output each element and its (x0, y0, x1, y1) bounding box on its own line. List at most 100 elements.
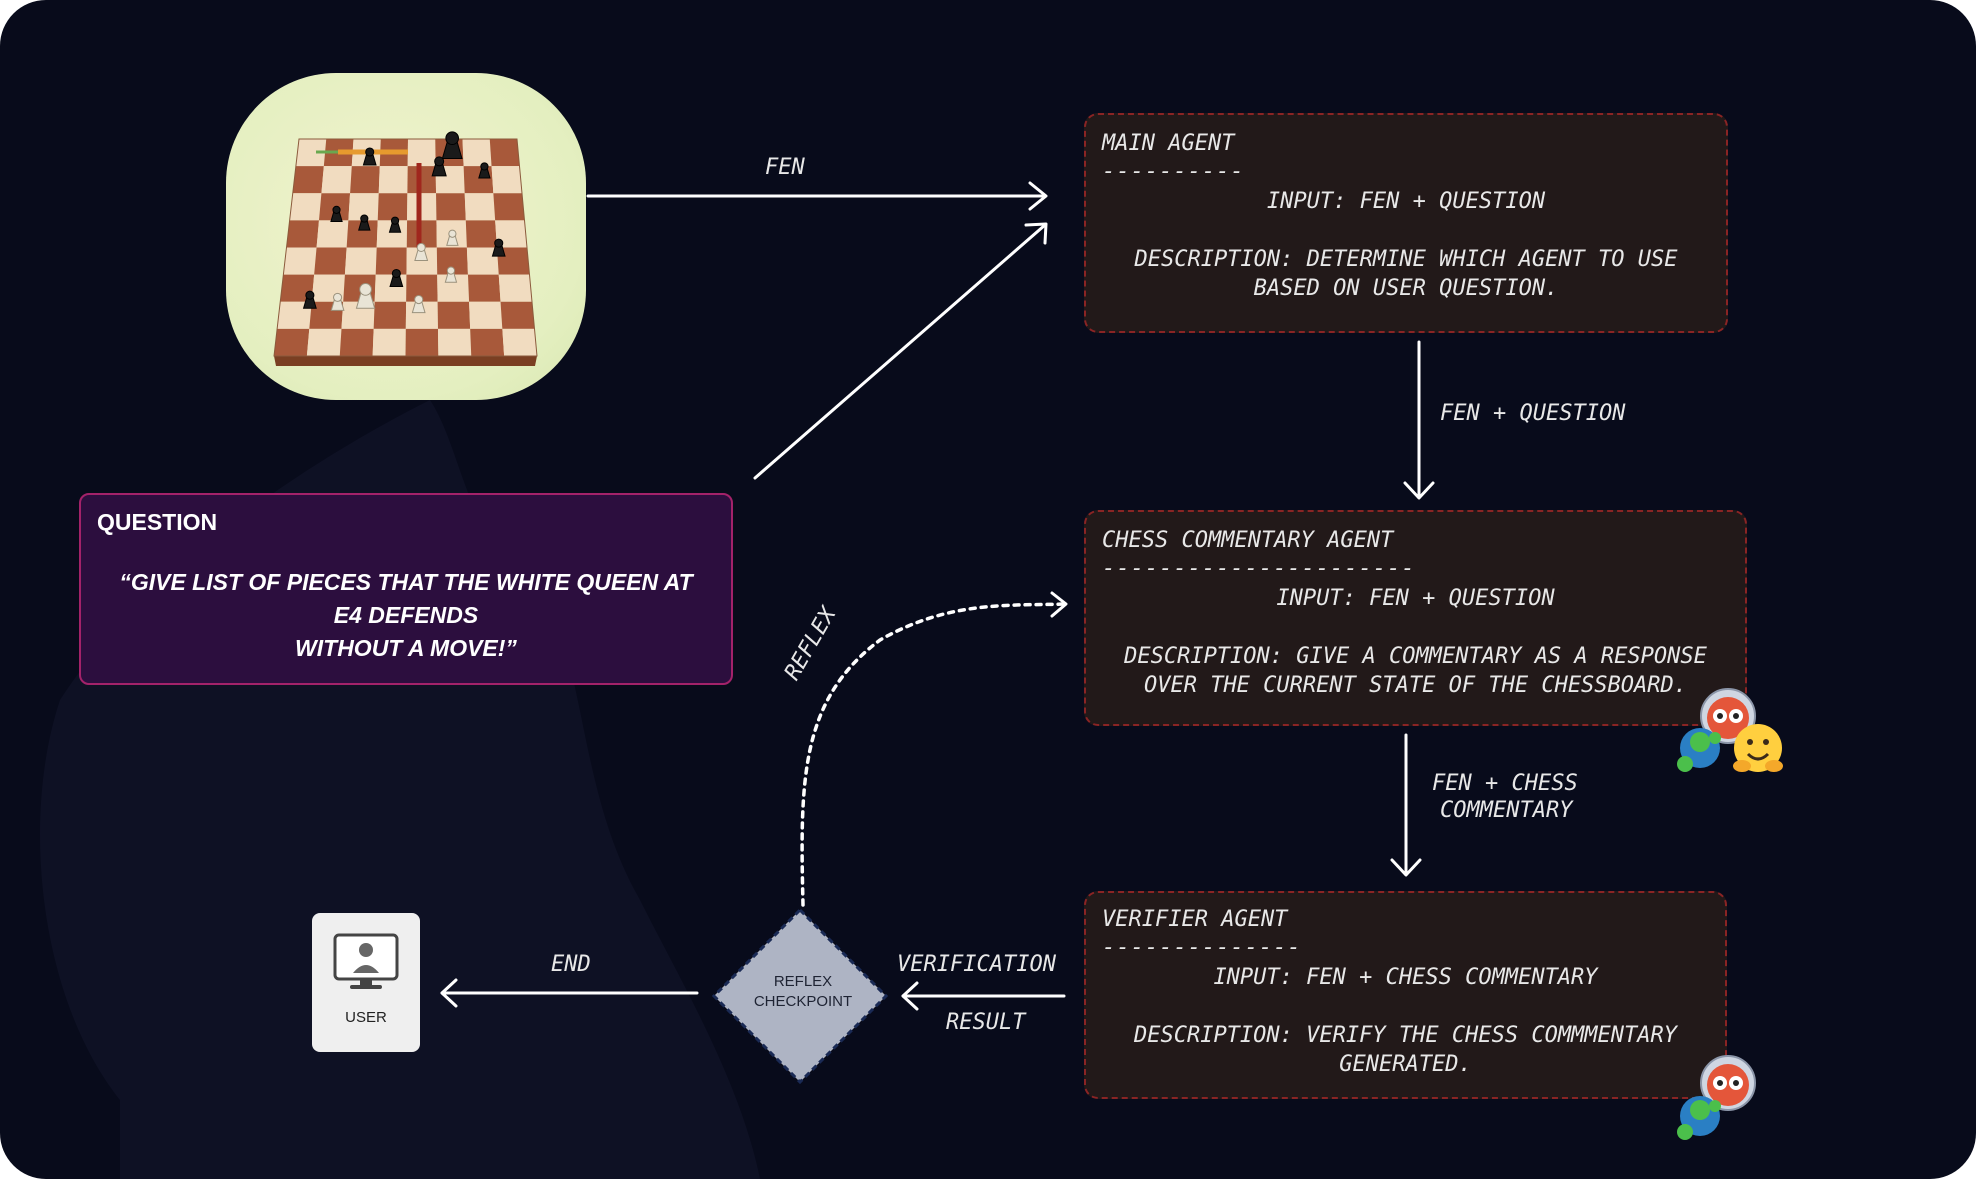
chess-piece-icon (302, 290, 317, 309)
arrowhead-verifier (1390, 858, 1422, 877)
board-square (378, 166, 408, 194)
board-square (466, 247, 499, 275)
chess-piece-icon (444, 266, 458, 283)
commentary-agent-input: INPUT: FEN + QUESTION (1276, 586, 1555, 611)
board-square (407, 193, 437, 221)
board-square (350, 166, 380, 194)
chess-piece-icon (355, 283, 376, 309)
checkpoint-label: REFLEX CHECKPOINT (730, 972, 876, 1012)
chess-piece-icon (389, 268, 404, 288)
framework-logos-verifier (1677, 1055, 1756, 1140)
edge-label-fen-question: FEN + QUESTION (1440, 401, 1626, 426)
board-square (437, 328, 472, 356)
chess-piece-icon (478, 162, 491, 179)
board-square (462, 139, 492, 167)
arrowhead-main-1 (1028, 181, 1048, 211)
board-square (295, 139, 327, 167)
board-square (406, 220, 437, 248)
board-square (339, 328, 374, 356)
owl-logo-icon (1700, 1055, 1756, 1111)
edge-label-end: END (551, 952, 591, 977)
edge-label-line: FEN + CHESS (1432, 771, 1578, 796)
commentary-agent-description: DESCRIPTION: GIVE A COMMENTARY AS A RESP… (1124, 644, 1707, 669)
hugging-face-icon (1733, 724, 1783, 772)
board-square (346, 220, 378, 248)
board-square (314, 247, 347, 275)
commentary-agent-divider: ---------------------- (1102, 556, 1416, 581)
board-square (405, 328, 439, 356)
board-square (316, 220, 349, 248)
board-square (498, 274, 532, 302)
board-square (344, 247, 377, 275)
user-node: USER (312, 913, 420, 1052)
edge-label-fen-commentary: FEN + CHESS COMMENTARY (1432, 771, 1578, 823)
chess-piece-icon (330, 292, 345, 311)
network-logo-icon (1677, 728, 1721, 772)
chess-piece-icon (431, 156, 447, 177)
edge-question-to-main (753, 223, 1047, 480)
chess-piece-icon (388, 216, 402, 233)
chess-piece-icon (358, 214, 371, 231)
board-square (467, 274, 501, 302)
question-title: QUESTION (97, 509, 218, 535)
main-agent-description: BASED ON USER QUESTION. (1253, 276, 1559, 301)
user-label: USER (345, 1009, 387, 1026)
board-square (407, 166, 437, 194)
arrowhead-main-2 (1024, 222, 1048, 245)
verifier-agent-input: INPUT: FEN + CHESS COMMENTARY (1213, 965, 1598, 990)
computer-user-icon (333, 933, 399, 989)
chessboard-graphic (273, 131, 538, 366)
board-square (292, 166, 324, 194)
board-square (464, 193, 496, 221)
board-square (465, 220, 497, 248)
chessboard-image (226, 73, 586, 400)
board-square (470, 328, 505, 356)
framework-logos-commentary (1677, 688, 1783, 772)
chess-piece-icon (330, 205, 343, 222)
board-square (493, 193, 525, 221)
chess-piece-icon (491, 238, 506, 257)
board-square (289, 193, 322, 221)
edge-reflex-loop (800, 602, 1066, 907)
chess-piece-icon (446, 229, 459, 246)
verifier-agent-description: DESCRIPTION: VERIFY THE CHESS COMMMENTAR… (1133, 1023, 1678, 1048)
main-agent-title: MAIN AGENT (1102, 131, 1235, 156)
arrowhead-checkpoint (901, 981, 919, 1011)
board-square (286, 220, 319, 248)
edge-label-line: COMMENTARY (1440, 798, 1573, 823)
edge-label-fen: FEN (765, 155, 805, 180)
checkpoint-label-line: CHECKPOINT (753, 993, 853, 1010)
verifier-agent-description: GENERATED. (1339, 1052, 1472, 1077)
arrowhead-user (440, 978, 458, 1008)
commentary-agent-title: CHESS COMMENTARY AGENT (1102, 528, 1394, 553)
commentary-agent-description: OVER THE CURRENT STATE OF THE CHESSBOARD… (1143, 673, 1688, 698)
edge-label-result: RESULT (946, 1010, 1026, 1035)
chess-piece-icon (362, 147, 377, 166)
board-square (491, 166, 522, 194)
chess-piece-icon (411, 295, 426, 314)
owl-logo-icon (1700, 688, 1756, 744)
board-square (377, 193, 408, 221)
main-agent-divider: ---------- (1102, 159, 1245, 184)
arrowhead-commentary (1403, 481, 1435, 500)
board-square (348, 193, 379, 221)
board-square (489, 139, 520, 167)
commentary-agent-box: CHESS COMMENTARY AGENT -----------------… (1084, 510, 1747, 726)
verifier-agent-title: VERIFIER AGENT (1102, 907, 1288, 932)
board-square (306, 328, 342, 356)
board-square (495, 220, 527, 248)
verifier-agent-box: VERIFIER AGENT -------------- INPUT: FEN… (1084, 891, 1727, 1099)
edge-label-verification: VERIFICATION (897, 952, 1056, 977)
arrowhead-reflex (1050, 591, 1068, 618)
checkpoint-label-line: REFLEX (773, 973, 833, 990)
board-square (372, 328, 406, 356)
board-square (375, 247, 407, 275)
question-line: “GIVE LIST OF PIECES THAT THE WHITE QUEE… (119, 569, 693, 595)
board-square (496, 247, 530, 275)
question-box: QUESTION “GIVE LIST OF PIECES THAT THE W… (79, 493, 733, 685)
main-agent-box: MAIN AGENT ---------- INPUT: FEN + QUEST… (1084, 113, 1728, 333)
board-square (373, 301, 407, 329)
board-square (407, 139, 436, 167)
